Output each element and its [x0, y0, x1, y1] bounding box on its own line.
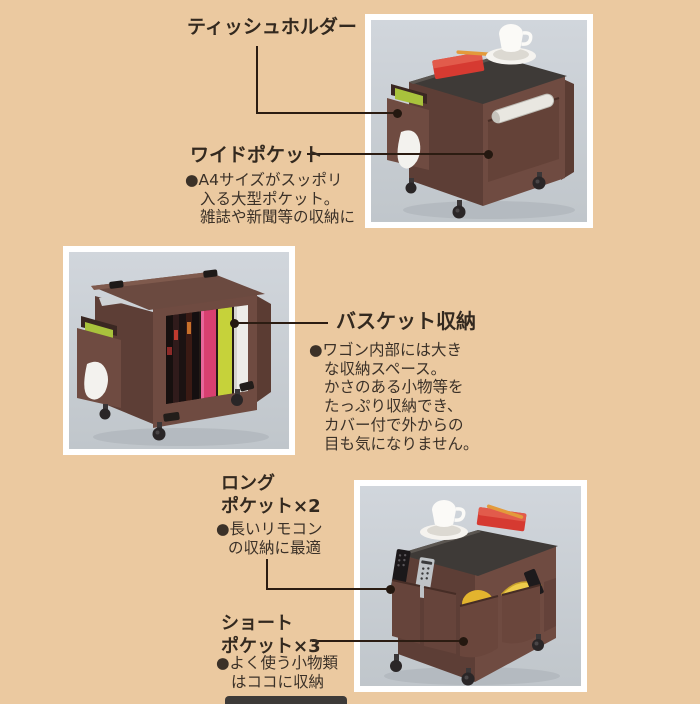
- caster-wheels: [405, 172, 546, 219]
- callout-line-basket: [236, 322, 328, 324]
- callout-dot-long-pocket: [386, 585, 395, 594]
- product-photo-wagon-pockets: [354, 480, 587, 692]
- label-line: ショート: [221, 613, 293, 634]
- desc-line: ●A4サイズがスッポリ: [185, 171, 343, 189]
- callout-label-short-pocket: ショート ポケット×3: [221, 612, 321, 658]
- callout-line-wide-pocket: [307, 153, 487, 155]
- callout-label-basket-storage: バスケット収納: [336, 309, 476, 333]
- green-book: [218, 305, 232, 401]
- wide-pocket-with-newspaper: [487, 93, 560, 182]
- wagon-table-top: [409, 56, 567, 104]
- callout-label-wide-pocket: ワイドポケット: [190, 144, 324, 166]
- desc-line: かさのある小物等を: [324, 378, 464, 397]
- callout-line-tissue-vertical: [256, 46, 258, 114]
- wagon-illustration-2: [69, 252, 289, 449]
- pink-book: [201, 307, 216, 403]
- coffee-cup: [420, 500, 468, 540]
- long-pockets: [391, 579, 457, 654]
- desc-line: はココに収納: [231, 672, 325, 691]
- red-notebook: [476, 504, 527, 532]
- desc-line: 雑誌や新聞等の収納に: [200, 208, 356, 227]
- label-line: ロング: [221, 473, 275, 494]
- label-line: ポケット×3: [221, 636, 321, 657]
- callout-dot-tissue-holder: [393, 109, 402, 118]
- callout-dot-short-pocket: [459, 637, 468, 646]
- next-section-bar: [225, 696, 347, 704]
- desc-line: 入る大型ポケット。: [200, 189, 340, 208]
- desc-line: ●よく使う小物類: [216, 654, 339, 672]
- floor-shadow: [403, 201, 575, 219]
- callout-line-long-pocket-horizontal: [266, 588, 388, 590]
- label-line: ポケット×2: [221, 496, 321, 517]
- desc-line: の収納に最適: [228, 538, 322, 557]
- callout-dot-basket: [230, 319, 239, 328]
- floor-shadow: [93, 428, 269, 446]
- callout-desc-wide-pocket: ●A4サイズがスッポリ 入る大型ポケット。 雑誌や新聞等の収納に: [185, 171, 355, 227]
- desc-line: カバー付で外からの: [324, 415, 464, 434]
- callout-label-long-pocket: ロング ポケット×2: [221, 472, 321, 518]
- green-item: [85, 322, 113, 338]
- strap: [239, 381, 255, 392]
- white-book: [234, 305, 248, 400]
- callout-desc-long-pocket: ●長いリモコン の収納に最適: [216, 520, 323, 557]
- wagon-table-top: [398, 530, 558, 576]
- cover-clip: [109, 280, 124, 289]
- tissue: [84, 361, 108, 400]
- callout-dot-wide-pocket: [484, 150, 493, 159]
- stored-books: [166, 305, 248, 404]
- green-item: [395, 88, 423, 106]
- product-photo-wagon-side-table: [365, 14, 593, 228]
- desc-line: ●長いリモコン: [216, 520, 323, 538]
- pen: [486, 504, 524, 519]
- coffee-cup: [486, 24, 536, 65]
- callout-desc-basket-storage: ●ワゴン内部には大き な収納スペース。 かさのある小物等を たっぷり収納でき、 …: [309, 341, 479, 453]
- caster-wheels: [99, 389, 243, 441]
- callout-label-tissue-holder: ティッシュホルダー: [187, 16, 357, 38]
- desc-line: ●ワゴン内部には大き: [309, 341, 463, 359]
- strap: [163, 412, 180, 422]
- short-pockets: [459, 578, 556, 658]
- cover-clip: [203, 269, 218, 278]
- tissue-holder-pocket: [77, 316, 121, 408]
- rolled-newspaper: [491, 93, 555, 124]
- wagon-illustration-3: [360, 486, 581, 686]
- tissue: [397, 130, 421, 169]
- callout-desc-short-pocket: ●よく使う小物類 はココに収納: [216, 654, 338, 691]
- callout-line-long-pocket-vertical: [266, 559, 268, 590]
- desc-line: 目も気になりません。: [324, 434, 479, 453]
- desc-line: な収納スペース。: [324, 359, 447, 378]
- black-remote-control: [391, 549, 411, 589]
- desc-line: たっぷり収納でき、: [324, 397, 463, 416]
- wagon-illustration-1: [371, 20, 587, 222]
- product-photo-wagon-open-basket: [63, 246, 295, 455]
- caster-wheels: [390, 634, 544, 686]
- callout-line-short-pocket: [312, 640, 462, 642]
- side-flap: [257, 296, 271, 402]
- callout-line-tissue-horizontal: [256, 112, 396, 114]
